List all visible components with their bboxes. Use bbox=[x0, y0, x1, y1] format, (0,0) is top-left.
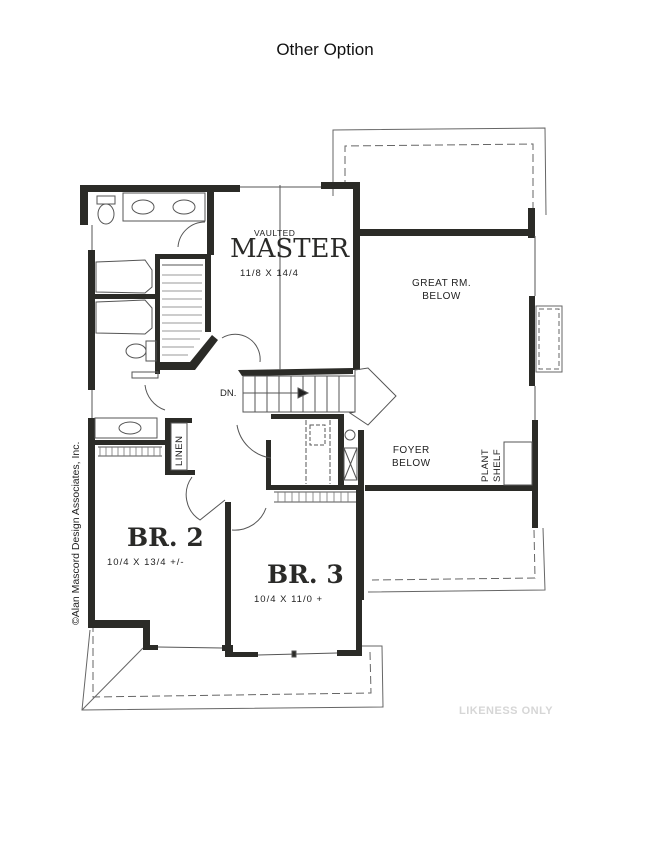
thin-lines bbox=[91, 185, 536, 658]
master-room-name: MASTER bbox=[230, 234, 350, 264]
master-vaulted-note: VAULTED bbox=[254, 228, 296, 238]
br3-dimensions: 10/4 X 11/0 + bbox=[254, 594, 324, 605]
plant-shelf-label: PLANT SHELF bbox=[480, 448, 503, 482]
br2-room-name: BR. 2 bbox=[127, 523, 204, 552]
closet-hatching bbox=[99, 274, 349, 502]
br3-room-name: BR. 3 bbox=[267, 560, 344, 589]
walls bbox=[80, 182, 538, 657]
master-dimensions: 11/8 X 14/4 bbox=[240, 268, 299, 279]
likeness-only-watermark: LIKENESS ONLY bbox=[459, 705, 554, 717]
br2-dimensions: 10/4 X 13/4 +/- bbox=[107, 557, 185, 568]
stairs-down-label: DN. bbox=[220, 388, 237, 399]
great-room-label: GREAT RM. BELOW bbox=[412, 278, 472, 302]
linen-label: LINEN bbox=[174, 435, 185, 466]
roof-outlines bbox=[81, 127, 563, 711]
copyright-notice: ©Alan Mascord Design Associates, Inc. bbox=[70, 441, 82, 625]
page-title: Other Option bbox=[276, 40, 374, 59]
foyer-label: FOYER BELOW bbox=[392, 445, 431, 469]
